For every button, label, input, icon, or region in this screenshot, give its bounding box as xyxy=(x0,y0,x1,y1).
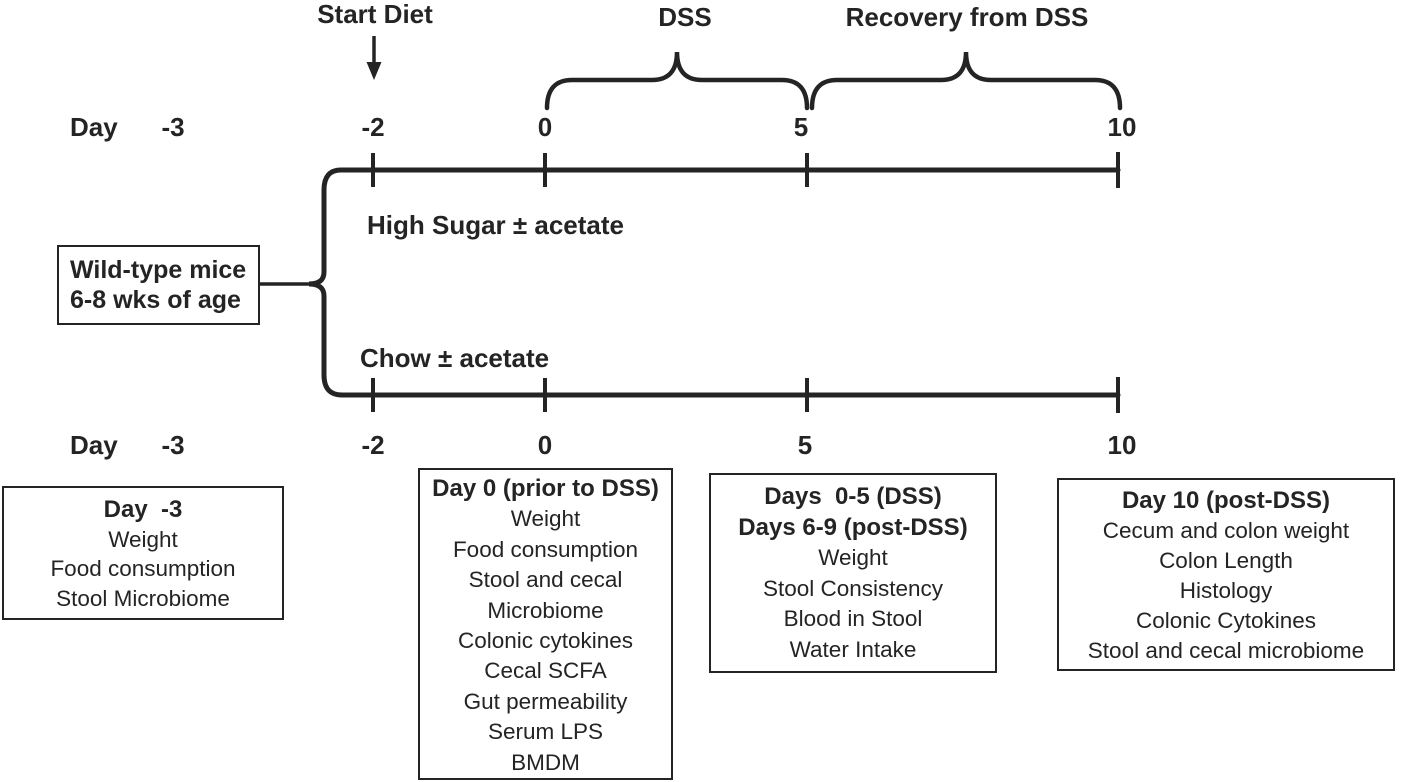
day-tick-label-bottom-10: 10 xyxy=(1107,430,1137,460)
detail-box-item: Serum LPS xyxy=(487,719,604,745)
detail-box-item: Weight xyxy=(818,545,888,570)
chow-branch-label: Chow ± acetate xyxy=(360,343,550,373)
day-tick-label-bottom-5: 5 xyxy=(797,430,813,460)
detail-box-day-0: Day 0 (prior to DSS) Weight Food consump… xyxy=(418,468,673,780)
detail-box-item: Cecal SCFA xyxy=(484,658,607,684)
day-axis-word-bottom: Day xyxy=(70,430,118,460)
detail-box-header: Day -3 xyxy=(103,496,183,523)
detail-box-item: Gut permeability xyxy=(463,688,628,714)
detail-box-header: Days 6-9 (post-DSS) xyxy=(738,513,968,541)
detail-box-header: Days 0-5 (DSS) xyxy=(764,483,942,510)
dss-brace xyxy=(544,51,810,111)
day-tick-label-top-0: 0 xyxy=(537,112,553,142)
subject-box-line1: Wild-type mice xyxy=(70,256,247,284)
detail-box-item: Colonic cytokines xyxy=(457,628,634,654)
detail-box-item: Colon Length xyxy=(1159,548,1293,573)
detail-box-item: Cecum and colon weight xyxy=(1102,518,1350,543)
start-diet-label: Start Diet xyxy=(317,0,433,29)
detail-box-item: Stool Consistency xyxy=(762,575,944,601)
recovery-phase-label: Recovery from DSS xyxy=(845,2,1089,32)
detail-box-item: Food consumption xyxy=(452,536,639,562)
day-tick-label-bottom-minus2: -2 xyxy=(361,430,385,460)
detail-box-header: Day 0 (prior to DSS) xyxy=(432,475,659,502)
detail-box-item: Histology xyxy=(1179,578,1273,603)
detail-box-item: Food consumption xyxy=(50,556,236,581)
subject-box: Wild-type mice 6-8 wks of age xyxy=(57,245,260,325)
recovery-brace xyxy=(809,51,1123,111)
detail-box-item: Blood in Stool xyxy=(783,606,923,631)
detail-box-header: Day 10 (post-DSS) xyxy=(1121,487,1331,514)
detail-box-item: Microbiome xyxy=(487,597,604,623)
start-diet-arrow-head xyxy=(366,62,382,80)
detail-box-item: Water Intake xyxy=(789,636,917,662)
day-tick-label-top-minus2: -2 xyxy=(361,112,385,142)
detail-box-day-10: Day 10 (post-DSS) Cecum and colon weight… xyxy=(1057,478,1395,671)
detail-box-day-minus3: Day -3 Weight Food consumption Stool Mic… xyxy=(2,486,284,620)
dss-phase-label: DSS xyxy=(658,2,712,32)
day-tick-label-top-minus3: -3 xyxy=(161,112,185,142)
day-tick-label-bottom-minus3: -3 xyxy=(161,430,185,460)
detail-box-item: BMDM xyxy=(511,749,580,775)
day-tick-label-bottom-0: 0 xyxy=(537,430,553,460)
detail-box-days-0-5: Days 0-5 (DSS) Days 6-9 (post-DSS) Weigh… xyxy=(709,473,997,673)
high-sugar-branch-label: High Sugar ± acetate xyxy=(367,210,625,240)
detail-box-item: Stool and cecal xyxy=(468,567,623,593)
day-axis-word-top: Day xyxy=(70,112,118,142)
detail-box-item: Colonic Cytokines xyxy=(1135,608,1317,633)
detail-box-item: Stool Microbiome xyxy=(56,585,230,611)
subject-box-line2: 6-8 wks of age xyxy=(70,286,241,314)
detail-box-item: Weight xyxy=(108,526,178,552)
detail-box-item: Stool and cecal microbiome xyxy=(1087,638,1365,663)
detail-box-item: Weight xyxy=(510,506,581,532)
day-tick-label-top-5: 5 xyxy=(793,112,809,142)
day-tick-label-top-10: 10 xyxy=(1107,112,1137,142)
